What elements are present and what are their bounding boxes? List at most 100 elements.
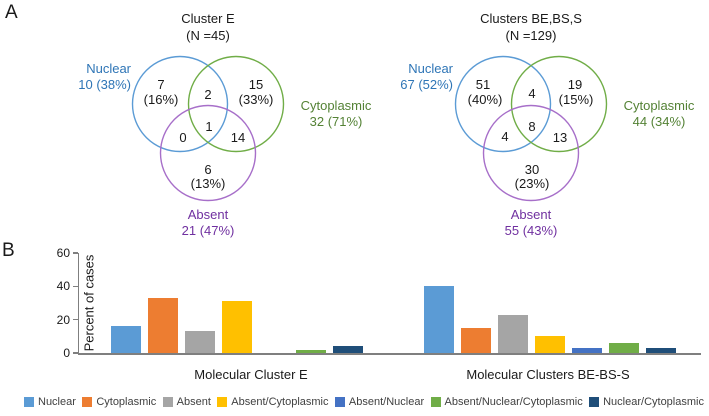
absent-set-label: Absent 55 (43%) xyxy=(471,207,591,239)
legend-label: Absent/Nuclear/Cytoplasmic xyxy=(444,396,583,408)
nuclear-circle xyxy=(131,55,229,153)
y-tick-label-40: 40 xyxy=(56,279,70,294)
region-nuclear-cytoplasmic-count: 4 xyxy=(528,86,536,101)
region-absent-only-count: 6 xyxy=(204,162,212,177)
bar-group-clusters-be-bs-s xyxy=(424,253,676,353)
legend-item-nuclear: Nuclear xyxy=(24,396,76,408)
cytoplasmic-set-total: 44 (34%) xyxy=(632,114,686,129)
venn-diagram-clusters-be-bs-s: Clusters BE,BS,S (N =129) 51 (40%) 4 19 … xyxy=(383,4,703,240)
bar-cluster-e-absent-nuclear-cytoplasmic xyxy=(296,349,326,353)
y-tick-20 xyxy=(72,318,78,321)
region-cytoplasmic-only-pct: (15%) xyxy=(558,92,594,107)
region-nuclear-absent-count: 0 xyxy=(179,130,187,145)
venn-title-line2: (N =45) xyxy=(186,27,230,43)
legend-label: Absent/Cytoplasmic xyxy=(231,396,329,408)
legend-label: Nuclear xyxy=(38,396,76,408)
legend-swatch-absent-cytoplasmic xyxy=(217,397,228,407)
nuclear-set-label: Nuclear 10 (38%) xyxy=(60,61,131,93)
bar-cluster-e-nuclear-cytoplasmic xyxy=(333,346,363,353)
panel-a-letter: A xyxy=(5,2,18,23)
region-cytoplasmic-absent-count: 13 xyxy=(552,130,568,145)
bar-be-bs-s-nuclear xyxy=(424,286,454,353)
region-absent-only-pct: (23%) xyxy=(514,176,550,191)
region-absent-only-count: 30 xyxy=(524,162,540,177)
cytoplasmic-set-label: Cytoplasmic 32 (71%) xyxy=(290,98,382,130)
nuclear-set-label: Nuclear 67 (52%) xyxy=(383,61,453,93)
y-tick-label-60: 60 xyxy=(56,246,70,260)
region-cytoplasmic-only-count: 15 xyxy=(248,77,264,92)
region-cytoplasmic-absent-count: 14 xyxy=(230,130,246,145)
cytoplasmic-set-name: Cytoplasmic xyxy=(623,98,695,113)
region-all-three-count: 8 xyxy=(528,119,536,134)
region-all-three-count: 1 xyxy=(205,119,213,134)
legend-item-absent-nuclear-cytoplasmic: Absent/Nuclear/Cytoplasmic xyxy=(430,396,583,408)
absent-set-total: 21 (47%) xyxy=(181,223,235,238)
cytoplasmic-circle xyxy=(510,55,608,153)
bar-cluster-e-nuclear xyxy=(111,326,141,353)
absent-set-name: Absent xyxy=(510,207,552,222)
absent-circle xyxy=(159,104,257,202)
venn-circles xyxy=(131,55,285,202)
legend-swatch-absent-nuclear xyxy=(334,397,345,407)
venn-circles xyxy=(454,55,608,202)
region-nuclear-only-pct: (16%) xyxy=(143,92,179,107)
legend-swatch-nuclear-cytoplasmic xyxy=(589,397,600,407)
nuclear-set-name: Nuclear xyxy=(408,61,453,76)
region-cytoplasmic-only-count: 19 xyxy=(567,77,583,92)
bar-be-bs-s-absent-nuclear xyxy=(572,348,602,353)
bar-be-bs-s-cytoplasmic xyxy=(461,328,491,353)
legend-swatch-cytoplasmic xyxy=(82,397,93,407)
legend-item-absent-nuclear: Absent/Nuclear xyxy=(334,396,425,408)
region-cytoplasmic-only-pct: (33%) xyxy=(238,92,274,107)
region-nuclear-absent-count: 4 xyxy=(501,129,509,144)
legend-label: Nuclear/Cytoplasmic xyxy=(603,396,704,408)
nuclear-set-total: 67 (52%) xyxy=(400,77,453,92)
legend-label: Absent/Nuclear xyxy=(348,396,425,408)
panel-b-letter: B xyxy=(2,240,15,261)
region-absent-only-pct: (13%) xyxy=(190,176,226,191)
legend-item-absent: Absent xyxy=(162,396,211,408)
absent-circle xyxy=(482,104,580,202)
bar-be-bs-s-absent-nuclear-cytoplasmic xyxy=(609,343,639,353)
region-nuclear-cytoplasmic-count: 2 xyxy=(204,87,212,102)
venn-title: Clusters BE,BS,S (N =129) xyxy=(461,11,601,44)
bar-cluster-e-cytoplasmic xyxy=(148,298,178,353)
y-tick-40 xyxy=(72,285,78,288)
absent-set-total: 55 (43%) xyxy=(504,223,558,238)
y-tick-0 xyxy=(72,352,78,354)
nuclear-set-name: Nuclear xyxy=(86,61,131,76)
legend-swatch-absent-nuclear-cytoplasmic xyxy=(430,397,441,407)
venn-title-line1: Cluster E xyxy=(181,11,235,26)
region-nuclear-only-pct: (40%) xyxy=(467,92,503,107)
category-label-clusters-be-bs-s: Molecular Clusters BE-BS-S xyxy=(466,367,630,382)
bar-group-cluster-e xyxy=(111,253,363,353)
bar-be-bs-s-absent-cytoplasmic xyxy=(535,336,565,353)
legend-item-absent-cytoplasmic: Absent/Cytoplasmic xyxy=(217,396,329,408)
absent-set-name: Absent xyxy=(187,207,229,222)
legend-swatch-nuclear xyxy=(24,397,34,407)
cytoplasmic-circle xyxy=(187,55,285,153)
venn-diagram-cluster-e: Cluster E (N =45) 7 (16%) 2 15 (33%) 1 0… xyxy=(60,4,380,240)
cytoplasmic-set-label: Cytoplasmic 44 (34%) xyxy=(613,98,705,130)
y-tick-label-20: 20 xyxy=(56,312,70,327)
region-nuclear-only-count: 7 xyxy=(157,77,165,92)
legend-item-cytoplasmic: Cytoplasmic xyxy=(82,396,156,408)
venn-title: Cluster E (N =45) xyxy=(138,11,278,44)
cytoplasmic-set-total: 32 (71%) xyxy=(309,114,363,129)
legend-item-nuclear-cytoplasmic: Nuclear/Cytoplasmic xyxy=(589,396,704,408)
bar-cluster-e-absent xyxy=(185,331,215,353)
venn-title-line2: (N =129) xyxy=(505,27,557,43)
bar-be-bs-s-absent xyxy=(498,314,528,353)
absent-set-label: Absent 21 (47%) xyxy=(148,207,268,239)
bar-chart-plot-area: 60 40 20 0 Molecular Cluster E Molecular… xyxy=(57,246,701,382)
region-nuclear-only-count: 51 xyxy=(475,77,491,92)
nuclear-set-total: 10 (38%) xyxy=(78,77,131,92)
y-tick-label-0: 0 xyxy=(63,346,70,360)
venn-title-line1: Clusters BE,BS,S xyxy=(480,11,582,26)
category-label-cluster-e: Molecular Cluster E xyxy=(194,367,308,382)
legend-label: Cytoplasmic xyxy=(96,396,157,408)
legend-swatch-absent xyxy=(162,397,173,407)
cytoplasmic-set-name: Cytoplasmic xyxy=(300,98,372,113)
legend-label: Absent xyxy=(176,396,211,408)
chart-legend: Nuclear Cytoplasmic Absent Absent/Cytopl… xyxy=(24,396,704,408)
